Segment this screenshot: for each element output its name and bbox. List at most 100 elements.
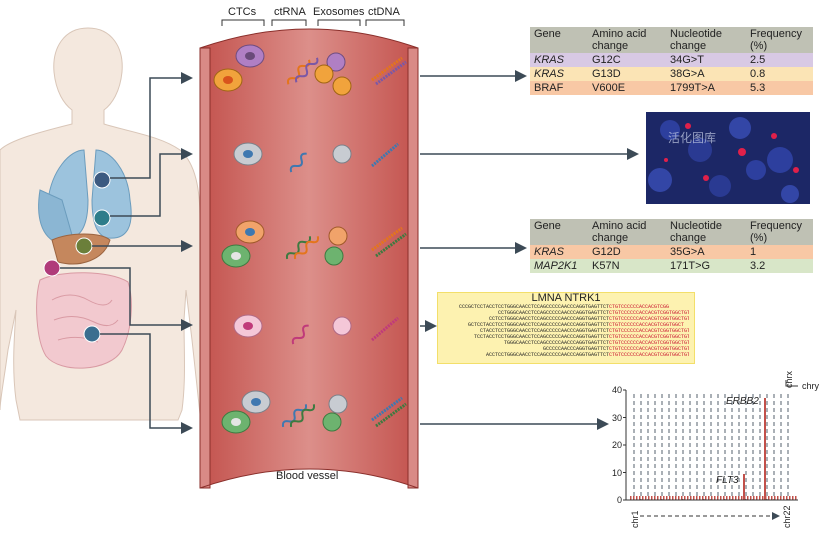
baseline-bar (768, 496, 770, 500)
seq-right: CTGTCCCCCCACCACGTCGGTGGCT (609, 322, 685, 328)
baseline-bar (759, 496, 761, 500)
cell: K57N (592, 260, 620, 272)
baseline-bar (789, 496, 791, 500)
sequence-row: TCCTACCTCCTGGGCAACCTCCAGCCCCCAACCCAGGTGA… (441, 334, 691, 340)
seq-right: CTGTCCCCCCACCACGTCGGTGGCTGTGGGCC (609, 352, 689, 358)
cell: G12C (592, 54, 621, 66)
baseline-bar (672, 496, 674, 500)
baseline-bar (660, 496, 662, 500)
t1-header-nt: Nucleotide change (666, 27, 746, 53)
baseline-bar (648, 496, 650, 500)
micrograph-watermark: 活化图库 (668, 130, 716, 145)
baseline-bar (756, 496, 758, 500)
header-ctdna: ctDNA (368, 6, 400, 18)
cell: MAP2K1 (534, 260, 578, 272)
fusion-sequence-box: LMNA NTRK1 CCCGCTCCTACCTCCTGGGCAACCTCCAG… (437, 292, 695, 364)
baseline-bar (720, 496, 722, 500)
cell: 1 (750, 246, 757, 258)
baseline-bar (708, 496, 710, 500)
cell: 3.2 (750, 260, 766, 272)
seq-left: CCTGGGCAACCTCCAGCCCCCAACCCAGGTGAGTTCT (497, 310, 609, 316)
baseline-bar (777, 496, 779, 500)
t2-header-gene: Gene (530, 219, 588, 245)
vessel-row-3 (221, 220, 407, 268)
seq-left: ACCTCCTGGGCAACCTCCAGCCCCCAACCCAGGTGAGTTC… (485, 352, 609, 358)
cell: KRAS (534, 246, 564, 258)
sequence-row: TGGGCAACCTCCAGCCCCCAACCCAGGTGAGTTCTCTGTC… (441, 340, 691, 346)
baseline-bar (729, 496, 731, 500)
vessel-label: Blood vessel (276, 470, 339, 482)
y-tick-10: 10 (612, 468, 622, 478)
baseline-bar (702, 496, 704, 500)
t2-header-nt: Nucleotide change (666, 219, 746, 245)
sequence-row: CCTCCTGGGCAACCTCCAGCCCCCAACCCAGGTGAGTTCT… (441, 316, 691, 322)
mutation-table-2: Gene Amino acid change Nucleotide change… (530, 219, 813, 273)
baseline-bar (774, 496, 776, 500)
baseline-bar (687, 496, 689, 500)
seq-left: CCTCCTGGGCAACCTCCAGCCCCCAACCCAGGTGAGTTCT (488, 316, 609, 322)
baseline-bar (666, 496, 668, 500)
fusion-right-gene: NTRK1 (564, 292, 601, 304)
vessel-row-2 (233, 142, 399, 173)
t1-header-freq: Frequency (%) (746, 27, 813, 53)
baseline-bar (723, 496, 725, 500)
baseline-bar (783, 496, 785, 500)
baseline-bar (705, 496, 707, 500)
cell: 171T>G (670, 260, 711, 272)
output-arrows (420, 70, 639, 430)
fusion-left-gene: LMNA (531, 292, 562, 304)
fusion-rows: CCCGCTCCTACCTCCTGGGCAACCTCCAGCCCCCAACCCA… (441, 304, 691, 358)
table-row: KRAS G13D 38G>A 0.8 (530, 67, 813, 81)
baseline-bar (663, 496, 665, 500)
baseline-bar (750, 496, 752, 500)
sequence-row: CCCGCTCCTACCTCCTGGGCAACCTCCAGCCCCCAACCCA… (441, 304, 691, 310)
seq-left: TGGGCAACCTCCAGCCCCCAACCCAGGTGAGTTCT (503, 340, 609, 346)
baseline-bar (714, 496, 716, 500)
baseline-bar (696, 496, 698, 500)
tumour-sites (43, 171, 111, 343)
cell: 0.8 (750, 68, 766, 80)
cell: G13D (592, 68, 621, 80)
vessel-row-5 (221, 390, 407, 434)
baseline-bar (681, 496, 683, 500)
cell: BRAF (534, 82, 564, 94)
baseline-bar (741, 496, 743, 500)
baseline-bar (645, 496, 647, 500)
column-brackets (221, 19, 405, 26)
cell: 35G>A (670, 246, 705, 258)
baseline-bar (771, 496, 773, 500)
y-tick-0: 0 (617, 495, 622, 505)
t2-header-aa: Amino acid change (588, 219, 666, 245)
header-exosomes: Exosomes (313, 6, 365, 18)
table-row: KRAS G12C 34G>T 2.5 (530, 53, 813, 67)
baseline-bar (678, 496, 680, 500)
baseline-bar (735, 496, 737, 500)
baseline-bar (792, 496, 794, 500)
cell: 5.3 (750, 82, 766, 94)
table-row: BRAF V600E 1799T>A 5.3 (530, 81, 813, 95)
baseline-bar (639, 496, 641, 500)
t2-header-freq: Frequency (%) (746, 219, 813, 245)
baseline-bar (642, 496, 644, 500)
fusion-title: LMNA NTRK1 (438, 292, 694, 304)
sequence-row: GCCCCCAACCCAGGTGAGTTCTCTGTCCCCCCACCACGTC… (441, 346, 691, 352)
x-label-chr22: chr22 (782, 505, 792, 528)
baseline-bar (795, 496, 797, 500)
baseline-bar (717, 496, 719, 500)
baseline-bar (738, 496, 740, 500)
gene-label-erbb2: ERBB2 (726, 396, 759, 407)
seq-left: CTACCTCCTGGGCAACCTCCAGCCCCCAACCCAGGTGAGT… (479, 328, 609, 334)
vessel-row-4 (233, 314, 399, 345)
baseline-bar (762, 496, 764, 500)
seq-right: CTGTCCCCCCACCACGTCGGTGGCTGTGGGCCCTGGCCTG… (609, 316, 689, 322)
baseline-bar (786, 496, 788, 500)
chr-bracket (785, 380, 798, 387)
seq-left: GCCCCCAACCCAGGTGAGTTCT (542, 346, 609, 352)
body-connectors (60, 72, 193, 434)
seq-right: CTGTCCCCCCACCACGTCGGTGGCTGTGGG (609, 340, 689, 346)
seq-right: CTGTCCCCCCACCACGTCGG (609, 304, 670, 310)
seq-right: CTGTCCCCCCACCACGTCGGTGGCTGTGGGCCCTGGCCTG… (609, 346, 689, 352)
cell: V600E (592, 82, 626, 94)
baseline-bar (699, 496, 701, 500)
